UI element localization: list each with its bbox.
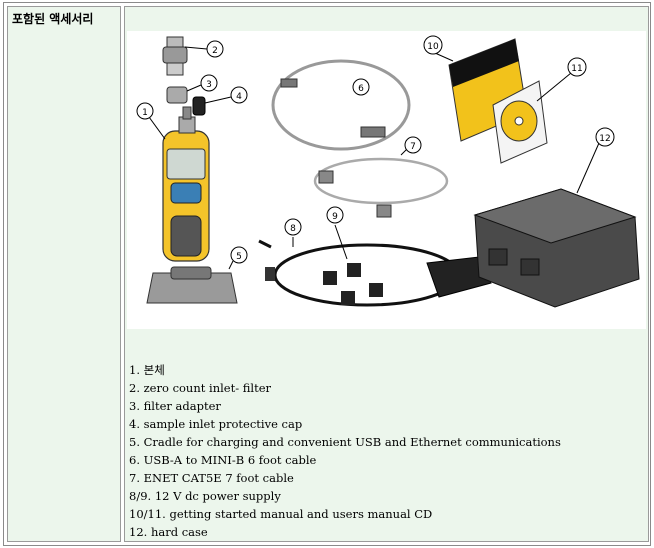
svg-text:5: 5 (236, 252, 242, 262)
callout-2: 2 (184, 40, 224, 58)
list-item: 2. zero count inlet- filter (129, 381, 272, 395)
list-item: 7. ENET CAT5E 7 foot cable (129, 471, 294, 485)
list-item: 1. 본체 (129, 363, 165, 377)
callout-3: 3 (186, 74, 218, 92)
callout-10: 10 (423, 35, 454, 62)
list-item: 10/11. getting started manual and users … (129, 507, 433, 521)
callout-6: 6 (352, 78, 370, 96)
accessories-illustration: 2 3 4 1 5 6 7 8 9 10 11 12 (136, 35, 640, 308)
list-item: 5. Cradle for charging and convenient US… (129, 435, 561, 449)
svg-text:1: 1 (142, 108, 148, 118)
callout-12: 12 (576, 127, 615, 194)
list-item: 12. hard case (129, 525, 208, 539)
svg-text:6: 6 (358, 84, 364, 94)
callout-11: 11 (536, 57, 587, 102)
cradle (146, 266, 238, 304)
svg-text:4: 4 (236, 92, 242, 102)
callout-1: 1 (136, 102, 166, 140)
svg-text:2: 2 (212, 46, 218, 56)
svg-text:10: 10 (427, 42, 439, 52)
power-supply (258, 239, 492, 307)
usb-cable (271, 59, 411, 151)
callout-9: 9 (326, 206, 348, 260)
label-cell: 포함된 액세서리 (7, 6, 121, 542)
callout-7: 7 (400, 136, 422, 156)
list-item: 4. sample inlet protective cap (129, 417, 303, 431)
zero-filter (162, 36, 188, 76)
list-item: 3. filter adapter (129, 399, 221, 413)
accessory-table: 포함된 액세서리 (3, 2, 651, 546)
content-cell: 2 3 4 1 5 6 7 8 9 10 11 12 1. 본체 2. zero… (124, 6, 649, 542)
svg-text:9: 9 (332, 212, 338, 222)
svg-text:3: 3 (206, 80, 212, 90)
svg-text:7: 7 (410, 142, 416, 152)
callout-5: 5 (228, 246, 248, 270)
particle-counter-device (162, 106, 210, 262)
hard-case (473, 188, 640, 308)
users-manual-cd (492, 80, 548, 164)
accessory-list: 1. 본체 2. zero count inlet- filter 3. fil… (129, 361, 561, 541)
section-header: 포함된 액세서리 (12, 12, 94, 26)
ethernet-cable (313, 157, 449, 218)
svg-text:12: 12 (599, 134, 610, 144)
list-item: 6. USB-A to MINI-B 6 foot cable (129, 453, 317, 467)
svg-text:8: 8 (290, 224, 296, 234)
protective-cap (192, 96, 206, 116)
list-item: 8/9. 12 V dc power supply (129, 489, 281, 503)
accessories-figure: 2 3 4 1 5 6 7 8 9 10 11 12 (127, 31, 646, 329)
svg-text:11: 11 (571, 64, 582, 74)
callout-8: 8 (284, 218, 302, 247)
callout-4: 4 (204, 86, 248, 104)
filter-adapter (166, 86, 188, 104)
